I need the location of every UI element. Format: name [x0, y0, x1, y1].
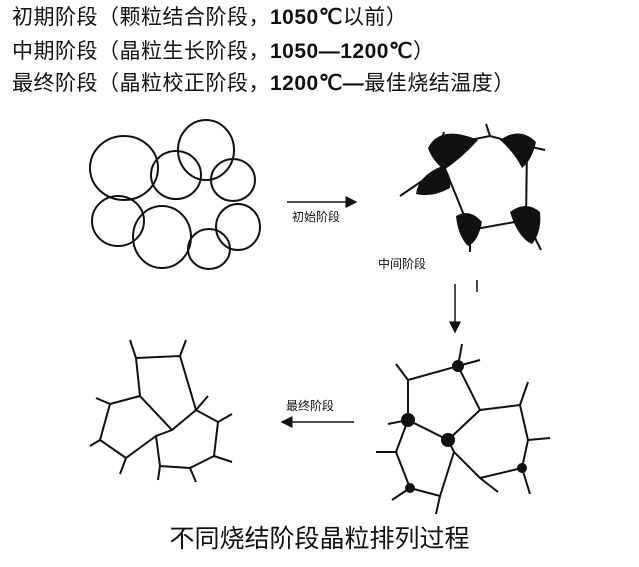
particle	[215, 203, 261, 251]
stage-name: 初期阶段	[12, 5, 98, 29]
stage-line-final: 最终阶段（晶粒校正阶段，1200℃—最佳烧结温度）	[12, 70, 515, 97]
stage-name: 中期阶段	[12, 39, 98, 63]
open-paren: （	[98, 71, 120, 95]
arrow-label-final: 最终阶段	[286, 398, 334, 413]
grain-boundary	[376, 343, 551, 515]
particle	[91, 195, 145, 247]
stage-line-initial: 初期阶段（颗粒结合阶段，1050℃以前）	[12, 4, 407, 31]
neck	[456, 213, 482, 246]
stage-line-middle: 中期阶段（晶粒生长阶段，1050—1200℃）	[12, 38, 435, 65]
arrow-label-initial: 初始阶段	[292, 209, 340, 224]
stage-tail: 最佳烧结温度	[364, 71, 494, 95]
triple-point	[452, 360, 464, 372]
triple-points	[401, 360, 527, 493]
stage-description: 晶粒生长阶段，	[119, 39, 270, 63]
triple-point	[441, 433, 455, 447]
close-paren: ）	[413, 39, 435, 63]
neck	[428, 133, 478, 170]
polygon-network	[376, 343, 551, 515]
stage-tail: 以前	[342, 5, 386, 29]
close-paren: ）	[493, 71, 515, 95]
arrow-label-middle: 中间阶段	[378, 256, 426, 271]
close-paren: ）	[385, 5, 408, 29]
stage-description: 颗粒结合阶段，	[119, 5, 270, 29]
grain-boundary	[155, 409, 220, 470]
neck	[510, 206, 541, 244]
middle-necks	[416, 133, 541, 246]
neck	[500, 133, 536, 168]
particle	[150, 150, 202, 200]
triple-point	[517, 463, 527, 473]
particle	[89, 135, 159, 201]
figure-caption: 不同烧结阶段晶粒排列过程	[169, 524, 470, 553]
neck	[416, 166, 451, 196]
particle	[187, 228, 231, 270]
final-grains	[89, 339, 233, 483]
temperature: 1050℃	[270, 6, 343, 29]
open-paren: （	[98, 39, 120, 63]
grain-boundary	[98, 395, 173, 460]
temperature: 1200℃—	[270, 72, 365, 95]
triple-point	[401, 413, 415, 427]
temperature: 1050—1200℃	[270, 40, 414, 63]
grain-boundary	[394, 419, 455, 498]
stage-description: 晶粒校正阶段，	[119, 71, 270, 95]
grain-boundary	[89, 339, 233, 483]
open-paren: （	[98, 5, 120, 29]
particle	[177, 119, 235, 181]
grain-boundary	[447, 403, 530, 480]
initial-particles	[89, 119, 261, 270]
particle	[210, 158, 256, 202]
triple-point	[405, 483, 415, 493]
grain-boundary	[407, 364, 482, 442]
stage-name: 最终阶段	[12, 71, 98, 95]
particle	[132, 205, 192, 269]
grain-boundary	[134, 354, 198, 432]
